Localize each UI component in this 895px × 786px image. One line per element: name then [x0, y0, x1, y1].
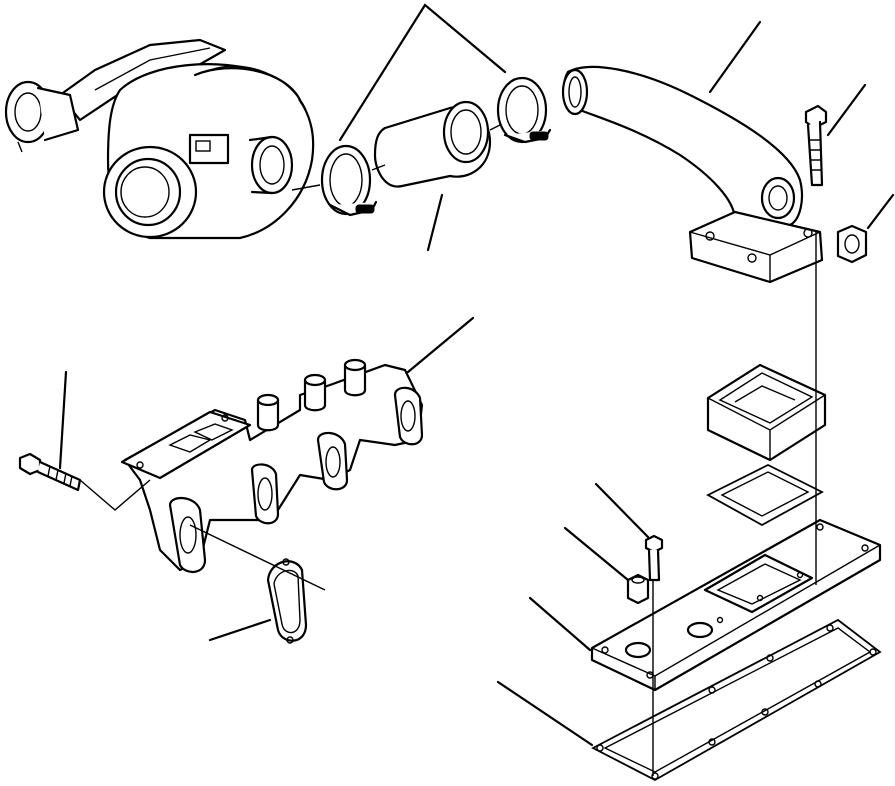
manifold-bolt [18, 452, 82, 492]
leader-line-flange-bolt [826, 83, 867, 137]
cover-plate [590, 518, 882, 692]
leader-lines [58, 3, 895, 747]
leader-line-cover-nut [563, 526, 630, 582]
leader-line-manifold-bolt [58, 370, 68, 470]
turbocharger [4, 38, 315, 240]
leader-line-flange-nut [866, 193, 895, 230]
rubber-hose [373, 100, 492, 188]
leader-line-cover-plate [528, 596, 592, 652]
leader-line-cover-bolt [594, 482, 650, 539]
cover-bolt [644, 534, 664, 582]
leader-line-manifold-gasket [208, 618, 272, 642]
leader-line-elbow-pipe [708, 20, 762, 94]
elbow-pipe [561, 65, 824, 284]
exhaust-manifold [120, 358, 424, 573]
leader-line-hose [426, 193, 444, 252]
leader-line-manifold [406, 316, 475, 374]
hose-clamp-left [320, 144, 378, 217]
flange-bolt [804, 104, 828, 187]
alignment-lines [79, 124, 817, 776]
flange-nut [836, 224, 868, 264]
spacer-block [706, 363, 827, 462]
spacer-gasket [706, 463, 824, 527]
leader-line-cover-gasket [496, 680, 594, 747]
manifold-gasket [266, 558, 308, 644]
cover-nut [626, 573, 650, 605]
hose-clamp-right [496, 76, 552, 144]
leader-line-clamps [338, 3, 507, 142]
cover-gasket [591, 618, 882, 782]
